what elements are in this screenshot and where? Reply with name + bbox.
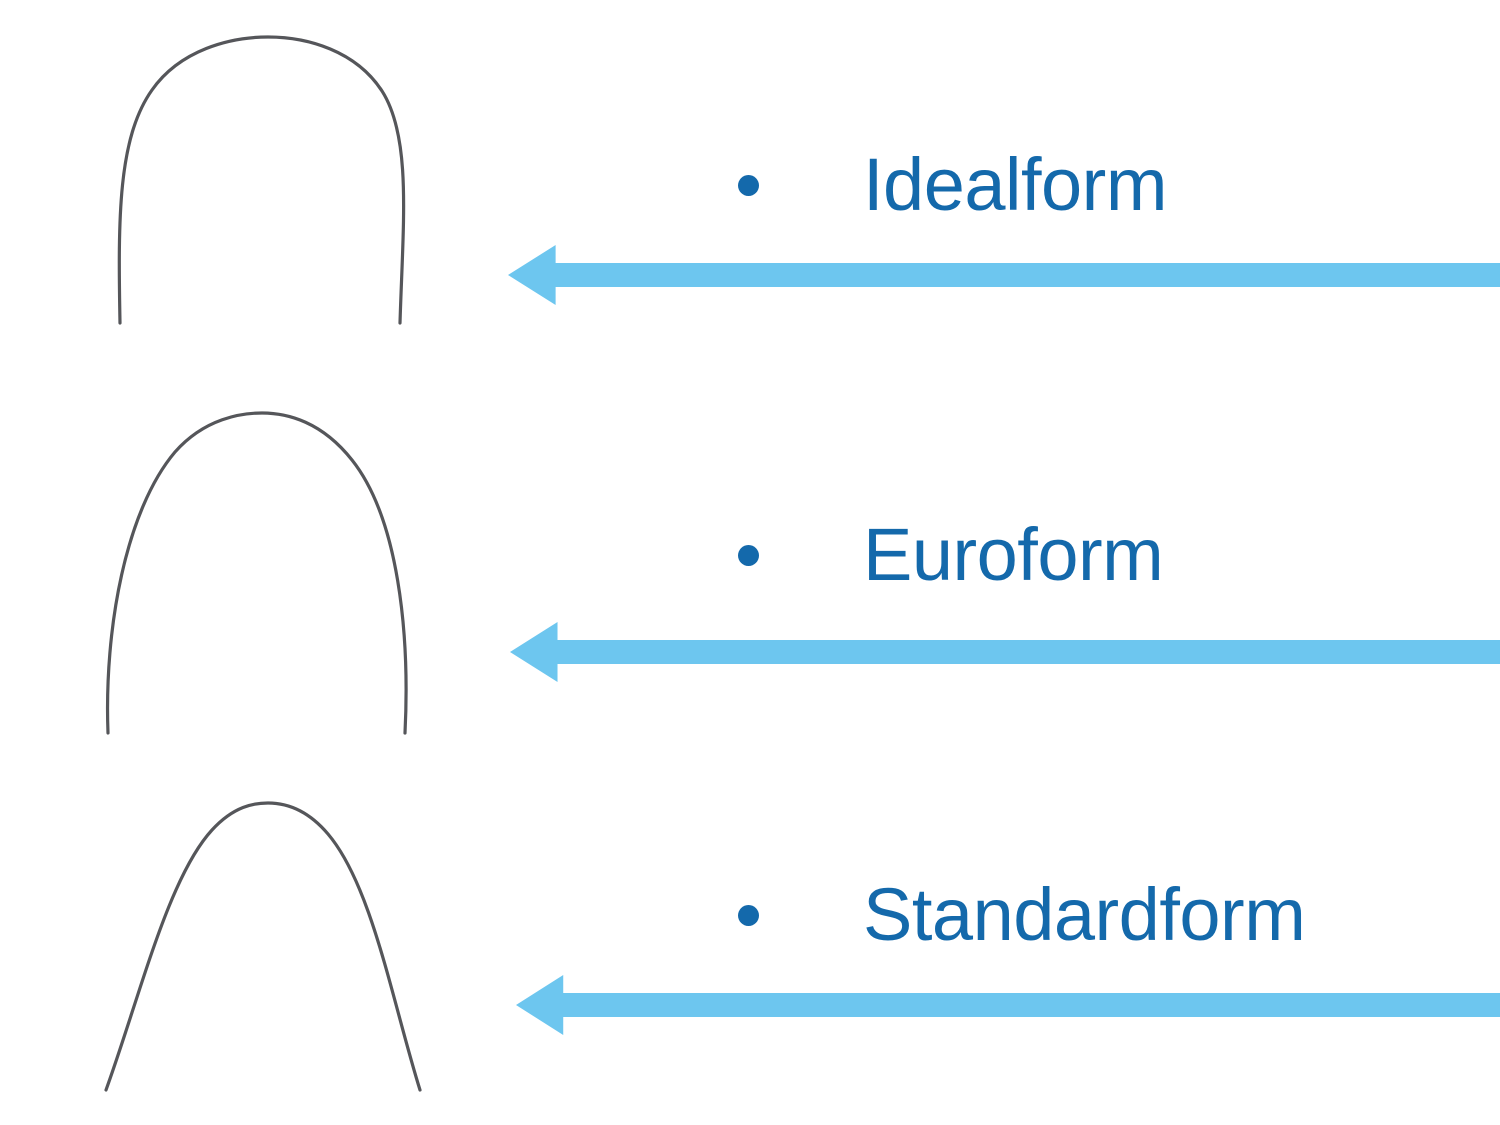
bullet-point-icon (738, 544, 759, 566)
archwire-idealform-icon (117, 35, 406, 325)
archwire-euroform-figure (0, 400, 500, 745)
list-item-standardform: Standardform (738, 873, 1306, 956)
left-arrow-icon (508, 245, 1500, 305)
list-item-label: Idealform (863, 143, 1167, 226)
arrow-euroform (510, 622, 1500, 682)
list-item-label: Standardform (863, 873, 1306, 956)
bullet-point-icon (738, 904, 759, 926)
left-arrow-icon (516, 975, 1500, 1035)
left-arrow-icon (510, 622, 1500, 682)
bullet-point-icon (738, 174, 759, 196)
archwire-idealform-figure (0, 18, 500, 338)
arrow-idealform (508, 245, 1500, 305)
archwire-euroform-icon (105, 411, 408, 735)
list-item-euroform: Euroform (738, 513, 1164, 596)
archwire-standardform-figure (0, 788, 500, 1108)
arrow-standardform (516, 975, 1500, 1035)
archwire-standardform-icon (104, 801, 422, 1092)
list-item-idealform: Idealform (738, 148, 1167, 222)
list-item-label: Euroform (863, 513, 1164, 596)
